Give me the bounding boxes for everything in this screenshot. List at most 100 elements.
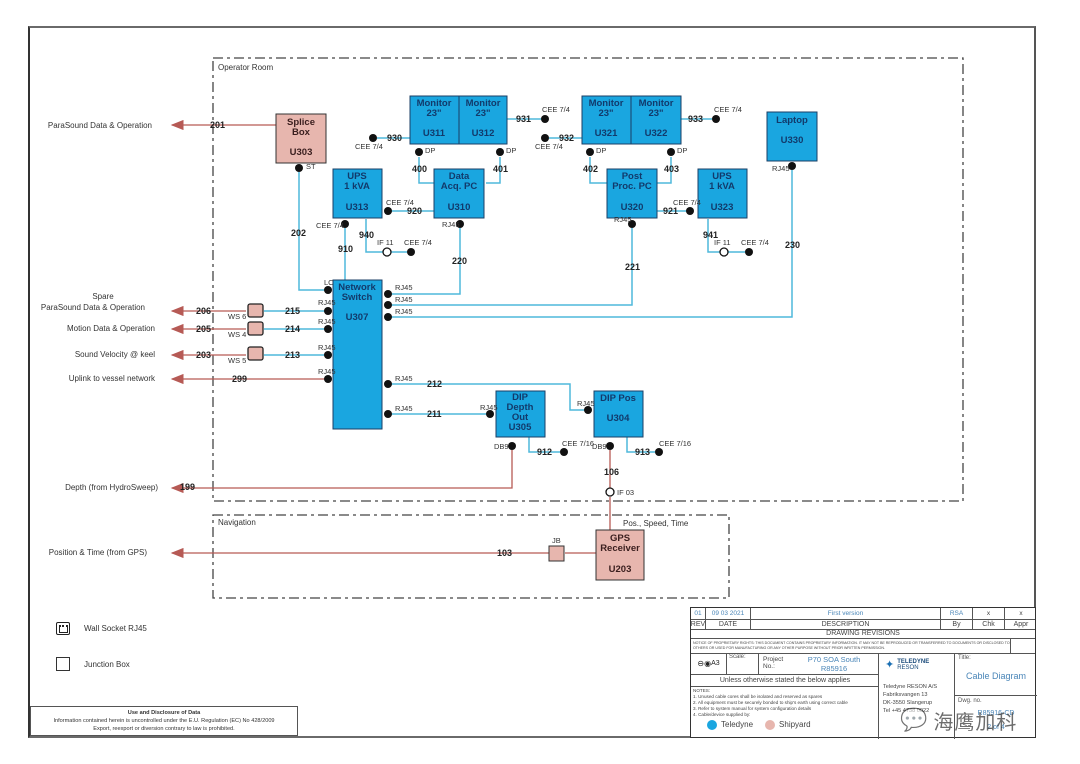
supplier-shipyard: Shipyard [779,720,811,729]
cable-label-106: 106 [604,467,619,477]
cable-912[interactable] [528,437,560,453]
plug-icon [686,207,694,215]
company-address2: DK-3550 Slangerup [883,700,933,706]
cable-label-910: 910 [338,244,353,254]
unless-stated-text: Unless otherwise stated the below applie… [691,675,879,687]
plug-icon [407,248,415,256]
unit-u310-data-acq-pc[interactable] [433,168,485,219]
project-number: R85916 [820,664,848,673]
ext-label-spare-parasound: ParaSound Data & Operation [41,303,145,312]
unit-u305-dip-depth-out[interactable] [495,390,546,438]
drawing-revisions-title: DRAWING REVISIONS [826,630,900,637]
conn-label-cee74: CEE 7/4 [386,198,414,207]
cable-label-400: 400 [412,164,427,174]
cable-202[interactable] [298,172,326,291]
unit-u320-post-proc-pc[interactable] [606,168,658,219]
legend-junction-box-label: Junction Box [84,659,130,669]
cable-913[interactable] [626,437,655,453]
plug-icon [384,410,392,418]
u321-line1: Monitor [589,98,624,109]
unit-u307-network-switch[interactable] [332,279,383,430]
plug-icon [628,220,636,228]
conn-label-if11: IF 11 [714,238,731,247]
unit-u303-splice-box[interactable] [275,113,327,164]
junction-box[interactable] [548,545,565,562]
plug-icon [486,410,494,418]
cable-label-932: 932 [559,133,574,143]
u305-id: U305 [509,422,532,433]
conn-label-cee74: CEE 7/4 [535,142,563,151]
conn-label-ws4: WS 4 [228,330,246,339]
u320-line1: Post [622,171,643,182]
conn-label-rj45: RJ45 [318,367,336,376]
conn-label-cee74: CEE 7/4 [316,221,344,230]
plug-icon [369,134,377,142]
u323-line1: UPS [712,171,732,182]
plug-icon [384,380,392,388]
conn-label-cee74: CEE 7/4 [741,238,769,247]
rev-appr: x [1019,610,1023,617]
cable-941[interactable] [707,219,720,253]
conn-label-dp: DP [425,146,435,155]
unit-u304-dip-pos[interactable] [593,390,644,438]
header-by: By [941,619,973,629]
plug-icon [667,148,675,156]
unit-u312-monitor[interactable] [458,95,508,145]
cable-230[interactable] [390,170,793,318]
chat-bubble-icon: 💬 [900,708,928,733]
proprietary-notice: NOTICE OF PROPRIETARY RIGHTS: THIS DOCUM… [691,638,1011,653]
unit-u311-monitor[interactable] [409,95,460,145]
scale-label: Scale: [727,654,759,674]
plug-icon [541,134,549,142]
plug-icon [584,406,592,414]
unit-u323-ups[interactable] [697,168,748,219]
conn-label-rj45: RJ45 [318,298,336,307]
cable-212[interactable] [390,383,588,411]
ext-label-spare: Spare [92,292,114,301]
cable-220[interactable] [390,228,461,295]
ext-label-depth: Depth (from HydroSweep) [65,483,158,492]
u307-id: U307 [346,312,369,323]
conn-label-if11: IF 11 [377,238,394,247]
cable-940[interactable] [365,219,383,253]
wall-socket-icon [56,622,70,635]
zone-navigation [212,514,730,599]
plug-icon [324,325,332,333]
wall-socket-icon [247,346,264,361]
cable-400[interactable] [418,157,434,184]
conn-label-rj45: RJ45 [318,317,336,326]
cable-label-221: 221 [625,262,640,272]
header-chk: Chk [973,619,1005,629]
plug-icon [496,148,504,156]
sheet-number: 2 of 4 [987,724,1005,731]
cable-label-299: 299 [232,374,247,384]
unit-u203-gps-receiver[interactable] [595,529,645,581]
ext-label-uplink: Uplink to vessel network [69,374,156,383]
note-2: 2. All equipment must be securely bonded… [693,700,848,705]
unit-u321-monitor[interactable] [581,95,632,145]
cable-199[interactable] [170,450,513,494]
revision-row: 01 09 03 2021 First version RSA x x [691,608,1035,620]
unit-u313-ups[interactable] [332,168,383,219]
logo-line2: RESON [897,664,919,671]
plug-icon [384,207,392,215]
cable-403[interactable] [657,157,672,184]
u321-id: U321 [595,128,618,139]
cable-402[interactable] [589,157,607,184]
conn-label-cee74: CEE 7/4 [714,105,742,114]
cable-label-215: 215 [285,306,300,316]
u203-id: U203 [609,564,632,575]
unit-u322-monitor[interactable] [630,95,682,145]
cable-401[interactable] [486,157,501,184]
connector-labels: ST DP DP DP DP CEE 7/4 CEE 7/4 CEE 7/4 C… [228,105,790,545]
u311-line2: 23" [426,108,441,119]
unit-u330-laptop[interactable] [766,111,818,162]
u310-line2: Acq. PC [441,181,478,192]
watermark-text: 海鹰加科 [933,710,1018,734]
zone-label-pos-speed-time: Pos., Speed, Time [623,519,689,528]
cable-221[interactable] [390,228,633,306]
shipyard-swatch-icon [765,720,776,730]
header-description: DESCRIPTION [751,619,941,629]
u303-line2: Box [292,127,311,138]
conn-label-rj45: RJ45 [772,164,790,173]
